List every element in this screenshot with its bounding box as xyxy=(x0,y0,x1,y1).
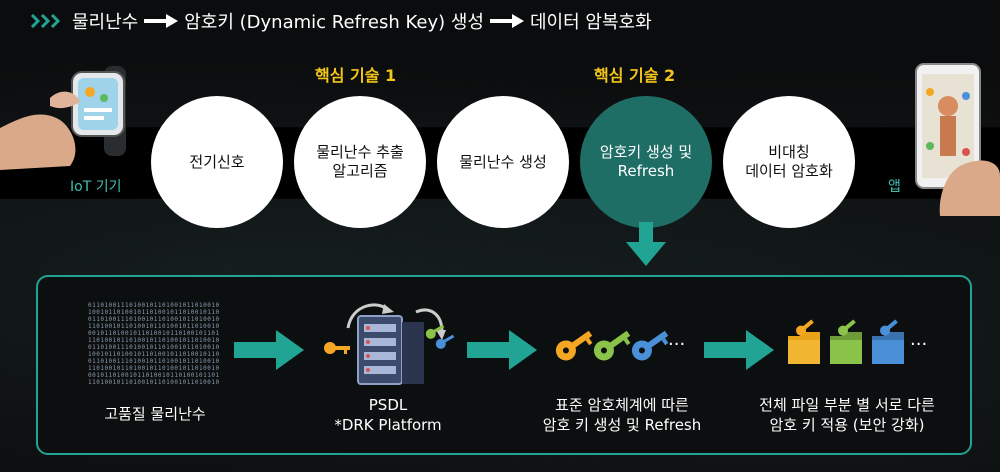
header-title: 물리난수 암호키 (Dynamic Refresh Key) 생성 데이터 암복… xyxy=(30,10,652,33)
detail-panel xyxy=(36,275,972,455)
step4-label: 전체 파일 부분 별 서로 다른 암호 키 적용 (보안 강화) xyxy=(742,396,952,435)
step3-line: 암호 키 생성 및 Refresh xyxy=(542,415,702,434)
header-part-1: 물리난수 xyxy=(72,12,139,33)
key-icon xyxy=(435,334,455,349)
step-circle-key-refresh: 암호키 생성 및 Refresh xyxy=(580,96,712,228)
app-label: 앱 xyxy=(888,179,901,195)
step3-line: 표준 암호체계에 따른 xyxy=(555,396,689,414)
smartphone-icon xyxy=(915,63,1000,216)
smartwatch-icon xyxy=(0,66,126,170)
right-arrow-icon xyxy=(467,330,537,370)
key-icon xyxy=(593,330,631,361)
circle-line: 물리난수 생성 xyxy=(459,152,547,171)
server-icon xyxy=(324,303,455,385)
header-part-2: 암호키 (Dynamic Refresh Key) 생성 xyxy=(184,12,484,33)
key-icon xyxy=(555,330,593,361)
step2-line: *DRK Platform xyxy=(334,415,442,434)
key-icon xyxy=(796,319,814,336)
step-circle-random-generation: 물리난수 생성 xyxy=(437,96,569,228)
step-circle-asymmetric-encryption: 비대칭 데이터 암호화 xyxy=(723,96,855,228)
circle-line: 암호키 생성 및 xyxy=(599,143,693,162)
double-chevron-icon xyxy=(30,14,61,28)
ellipsis-2: ··· xyxy=(910,334,928,355)
step2-label: PSDL *DRK Platform xyxy=(318,396,458,435)
step2-line: PSDL xyxy=(368,396,408,414)
key-icon xyxy=(425,324,445,339)
step-circle-extraction-algorithm: 물리난수 추출 알고리즘 xyxy=(294,96,426,228)
step4-line: 암호 키 적용 (보안 강화) xyxy=(769,415,925,434)
right-arrow-icon xyxy=(704,330,774,370)
random-bits-matrix: 0110100111010010110100101101001011010100… xyxy=(88,302,220,386)
folder-icon xyxy=(830,332,862,364)
right-arrow-icon xyxy=(489,14,524,28)
step3-label: 표준 암호체계에 따른 암호 키 생성 및 Refresh xyxy=(522,396,722,435)
step1-label: 고품질 물리난수 xyxy=(88,405,222,425)
key-icon xyxy=(631,330,669,361)
key-tech-2-label: 핵심 기술 2 xyxy=(594,66,676,85)
ellipsis-1: ··· xyxy=(668,334,686,355)
circle-line: 알고리즘 xyxy=(332,162,388,180)
circle-line: 비대칭 xyxy=(768,143,810,162)
right-arrow-icon xyxy=(144,14,179,28)
step4-line: 전체 파일 부분 별 서로 다른 xyxy=(759,396,935,414)
folder-icon xyxy=(788,332,820,364)
key-icon xyxy=(838,319,856,336)
folder-icon xyxy=(872,332,904,364)
header-part-3: 데이터 암복호화 xyxy=(529,12,652,33)
circle-line: Refresh xyxy=(617,162,675,180)
step-circle-electric-signal: 전기신호 xyxy=(151,96,283,228)
key-tech-1-label: 핵심 기술 1 xyxy=(315,66,397,85)
down-arrow-icon xyxy=(626,222,666,266)
keys-group xyxy=(555,330,669,361)
key-icon xyxy=(324,342,350,354)
step1-line: 고품질 물리난수 xyxy=(104,405,206,423)
right-arrow-icon xyxy=(234,330,304,370)
iot-device-label: IoT 기기 xyxy=(70,179,122,195)
circle-line: 물리난수 추출 xyxy=(316,143,404,162)
circle-line: 전기신호 xyxy=(189,152,245,171)
key-icon xyxy=(880,319,898,336)
circle-line: 데이터 암호화 xyxy=(745,162,833,180)
folders-group xyxy=(788,319,904,364)
